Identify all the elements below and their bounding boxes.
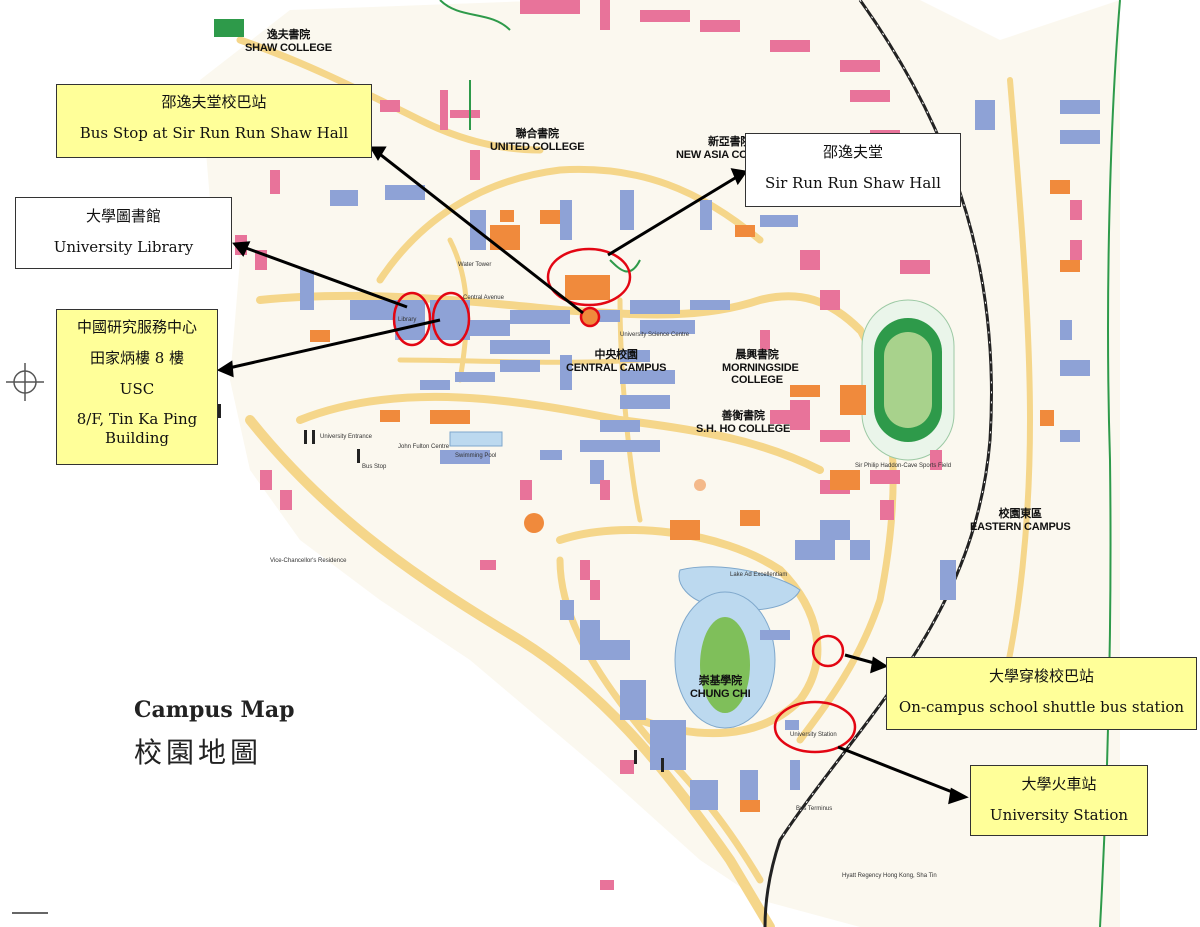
highlight-markers (392, 247, 857, 754)
road-university-avenue (296, 392, 824, 474)
callout-usc-line1: 中國研究服務中心 (76, 318, 197, 336)
chung-chi-field (700, 617, 750, 713)
callout-usc-line2: 田家炳樓 8 樓 (89, 348, 185, 367)
round-building-south (694, 479, 706, 491)
area-label-central-zh: 中央校園 (594, 349, 638, 361)
callout-usc-line4: 8/F, Tin Ka Ping Building (76, 410, 198, 447)
college-label-chung-chi-zh: 崇基學院 (698, 675, 742, 687)
place-label-library: Library (398, 317, 417, 323)
college-label-new-asia-zh: 新亞書院 (708, 136, 752, 148)
place-label-central-avenue: Central Avenue (463, 295, 504, 301)
place-label-university-station: University Station (790, 732, 837, 738)
college-label-united-zh: 聯合書院 (515, 128, 559, 140)
sports-fields (700, 299, 955, 713)
callout-usc-line3: USC (119, 379, 155, 398)
road-east-campus (997, 77, 1033, 703)
college-label-morningside-en: MORNINGSIDE COLLEGE (722, 362, 799, 386)
college-label-sh-ho-en: S.H. HO COLLEGE (696, 423, 791, 435)
buildings-pink (235, 0, 1082, 890)
callout-shuttle: 大學穿梭校巴站 On-campus school shuttle bus sta… (886, 657, 1197, 730)
road-loop-chung-chi (556, 526, 822, 738)
road-outer (245, 415, 775, 927)
area-label-eastern-zh: 校園東區 (998, 508, 1042, 520)
area-label-central: 中央校園 CENTRAL CAMPUS (566, 346, 666, 374)
place-label-hyatt: Hyatt Regency Hong Kong, Sha Tin (842, 873, 937, 879)
area-label-eastern: 校園東區 EASTERN CAMPUS (970, 505, 1071, 533)
swimming-pool (449, 431, 503, 447)
buildings-orange (310, 180, 1080, 812)
place-label-university-entrance: University Entrance (320, 434, 373, 440)
college-label-chung-chi-en: CHUNG CHI (690, 688, 751, 700)
callout-library: 大學圖書館 University Library (15, 197, 232, 269)
callout-station-zh: 大學火車站 (1021, 775, 1097, 793)
place-label-vc-residence: Vice-Chancellor's Residence (270, 558, 347, 564)
callout-bus-stop-hall: 邵逸夫堂校巴站 Bus Stop at Sir Run Run Shaw Hal… (56, 84, 372, 158)
green-features (214, 0, 641, 273)
college-label-chung-chi: 崇基學院 CHUNG CHI (690, 672, 751, 700)
callout-bus-stop-hall-en: Bus Stop at Sir Run Run Shaw Hall (79, 123, 349, 142)
buildings-blue (300, 100, 1100, 810)
callout-library-zh: 大學圖書館 (85, 207, 161, 225)
marker-library (392, 291, 432, 347)
chapel-dome (524, 513, 544, 533)
college-label-sh-ho-zh: 善衡書院 (721, 410, 765, 422)
callout-arrows (216, 146, 969, 805)
callout-usc: 中國研究服務中心 田家炳樓 8 樓 USC 8/F, Tin Ka Ping B… (56, 309, 218, 465)
college-label-shaw-en: SHAW COLLEGE (245, 42, 332, 54)
callout-bus-stop-hall-zh: 邵逸夫堂校巴站 (161, 93, 267, 111)
college-label-morningside-zh: 晨興書院 (735, 349, 779, 361)
place-label-swimming-pool: Swimming Pool (455, 453, 497, 459)
place-label-water-tower: Water Tower (458, 262, 492, 268)
college-label-morningside: 晨興書院 MORNINGSIDE COLLEGE (722, 346, 799, 386)
callout-library-en: University Library (53, 237, 194, 256)
place-label-bus-terminus: Bus Terminus (796, 806, 833, 812)
marker-hall-bus-stop (579, 306, 601, 328)
map-title-zh: 校園地圖 (134, 736, 263, 769)
map-title-en: Campus Map (134, 697, 295, 723)
college-label-united-en: UNITED COLLEGE (490, 141, 585, 153)
place-label-sports-field: Sir Philip Haddon-Cave Sports Field (855, 463, 952, 469)
area-label-eastern-en: EASTERN CAMPUS (970, 521, 1071, 533)
marker-usc (431, 291, 471, 347)
callout-hall-zh: 邵逸夫堂 (822, 143, 883, 161)
marker-shuttle (811, 634, 845, 668)
callout-station-en: University Station (989, 805, 1129, 824)
callout-hall: 邵逸夫堂 Sir Run Run Shaw Hall (745, 133, 961, 207)
sports-field-inner (884, 332, 932, 428)
college-label-shaw: 逸夫書院 SHAW COLLEGE (245, 26, 332, 54)
callout-shuttle-zh: 大學穿梭校巴站 (988, 667, 1094, 685)
marker-station (773, 700, 857, 754)
callout-shuttle-en: On-campus school shuttle bus station (898, 697, 1185, 716)
callout-station: 大學火車站 University Station (970, 765, 1148, 836)
place-label-bus-stop: Bus Stop (362, 464, 387, 470)
bus-stop-pins (218, 404, 664, 772)
marker-hall (546, 247, 632, 307)
college-label-united: 聯合書院 UNITED COLLEGE (490, 125, 585, 153)
crosshair-icon (6, 363, 44, 401)
place-label-science-centre: University Science Centre (620, 332, 690, 338)
area-label-central-en: CENTRAL CAMPUS (566, 362, 667, 374)
college-label-shaw-zh: 逸夫書院 (266, 29, 311, 41)
road-shaw (236, 36, 544, 154)
place-label-john-fulton: John Fulton Centre (398, 444, 450, 450)
callout-hall-en: Sir Run Run Shaw Hall (765, 173, 941, 192)
college-label-sh-ho: 善衡書院 S.H. HO COLLEGE (696, 407, 790, 435)
place-label-lake: Lake Ad Excellentiam (730, 572, 788, 578)
